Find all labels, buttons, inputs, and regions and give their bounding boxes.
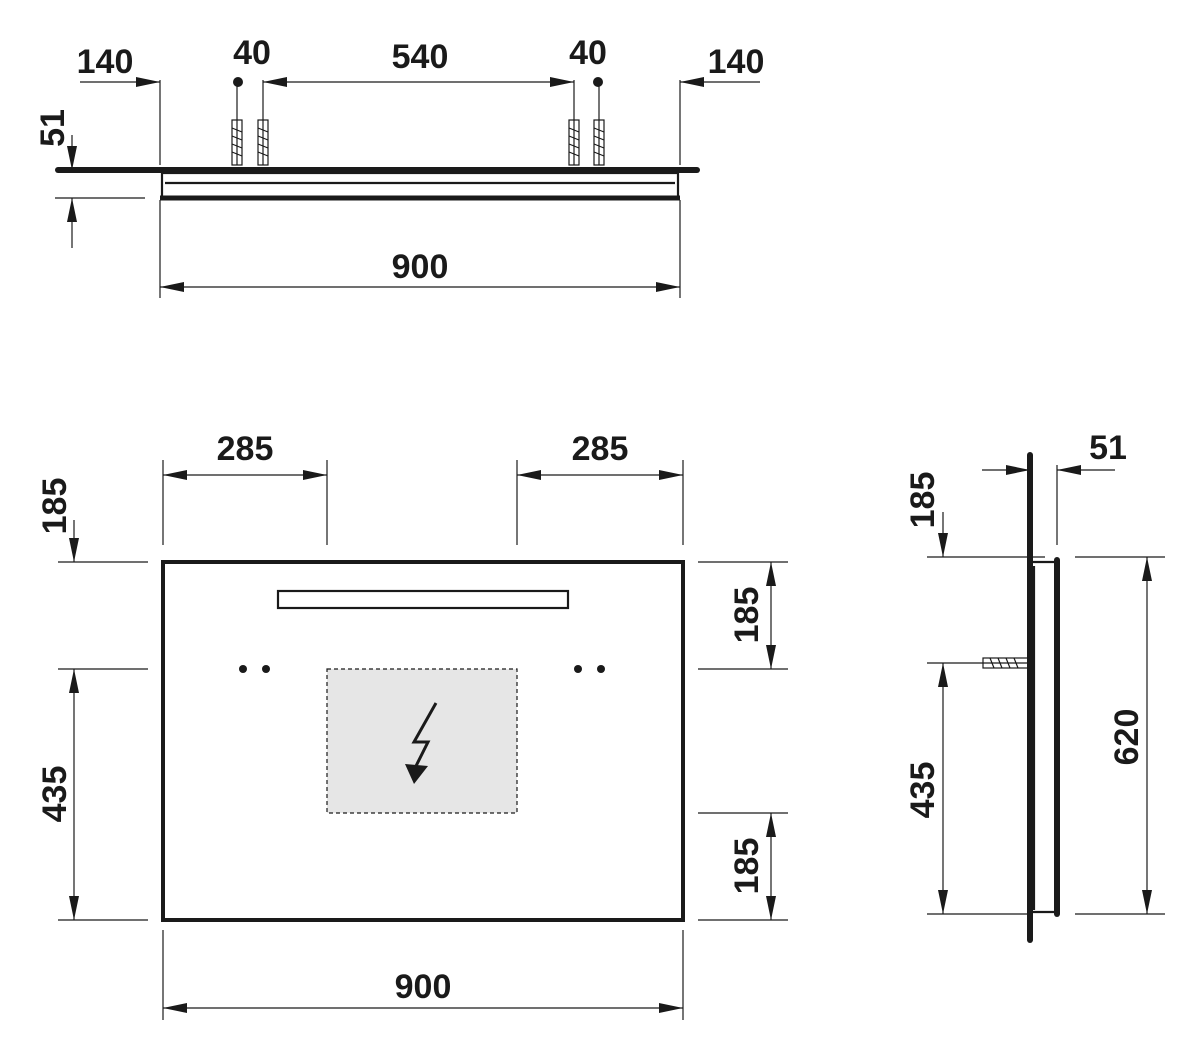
dim-left-margin: 140 bbox=[77, 43, 134, 81]
dim-side-depth: 51 bbox=[1089, 429, 1127, 467]
dim-side-height: 620 bbox=[1108, 709, 1146, 766]
front-view: 285 285 185 435 185 185 900 bbox=[36, 430, 788, 1020]
dim-right-hole-spacing: 40 bbox=[569, 34, 607, 72]
wall-plug-icon bbox=[257, 119, 269, 166]
top-view: 140 40 540 40 140 51 900 bbox=[34, 34, 764, 298]
mounting-hole bbox=[574, 665, 582, 673]
mirror-front-view bbox=[161, 560, 685, 922]
right-hole-dot bbox=[593, 77, 603, 87]
left-hole-dot bbox=[233, 77, 243, 87]
dim-bottom-height: 185 bbox=[728, 838, 766, 895]
dim-left-hole-spacing: 40 bbox=[233, 34, 271, 72]
dim-lower-height: 435 bbox=[36, 766, 74, 823]
dim-top-offset: 185 bbox=[36, 478, 74, 535]
dim-right-margin: 140 bbox=[708, 43, 765, 81]
mounting-hole bbox=[239, 665, 247, 673]
wall-plug-icon bbox=[568, 119, 580, 166]
dim-right-offset: 285 bbox=[572, 430, 629, 468]
mounting-hole bbox=[262, 665, 270, 673]
wall-plug-icon bbox=[231, 119, 243, 166]
dim-light-height: 185 bbox=[728, 587, 766, 644]
dim-front-width: 900 bbox=[395, 968, 452, 1006]
wall-plug-icon bbox=[982, 657, 1029, 669]
light-bar bbox=[276, 589, 570, 610]
dim-top-depth: 51 bbox=[34, 109, 72, 147]
light-housing-top-view bbox=[160, 171, 680, 199]
dim-center-spacing: 540 bbox=[392, 38, 449, 76]
mounting-hole bbox=[597, 665, 605, 673]
lightning-bolt-icon bbox=[405, 702, 438, 784]
wall-plug-icon bbox=[593, 119, 605, 166]
dim-top-width: 900 bbox=[392, 248, 449, 286]
dim-side-top-offset: 185 bbox=[904, 472, 942, 529]
dim-left-offset: 285 bbox=[217, 430, 274, 468]
dim-side-lower-height: 435 bbox=[904, 762, 942, 819]
side-view: 51 185 435 620 bbox=[904, 429, 1165, 943]
